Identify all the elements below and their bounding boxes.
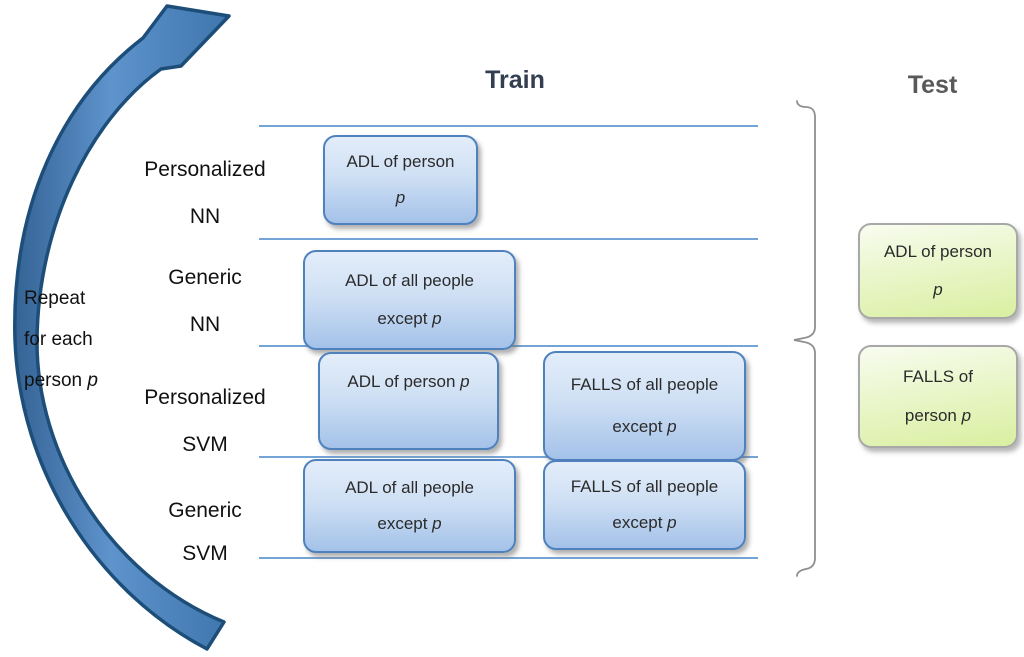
train-box-svm-generic-adl: ADL of all people except p bbox=[303, 459, 516, 553]
row-separator-line-5 bbox=[259, 557, 758, 559]
row-label-line: Personalized bbox=[144, 386, 266, 409]
repeat-loop-arrow-icon bbox=[13, 4, 231, 651]
train-box-svm-personalized-adl: ADL of person p bbox=[318, 352, 499, 450]
row-label-generic-svm: Generic SVM bbox=[115, 489, 295, 575]
box-text-line: ADL of all people bbox=[345, 477, 474, 497]
train-box-nn-personalized-adl: ADL of person p bbox=[323, 135, 478, 225]
box-text-line: p bbox=[933, 279, 943, 299]
loop-caption-line1: Repeat bbox=[24, 288, 86, 309]
box-text-line: ADL of person p bbox=[347, 372, 470, 391]
loop-caption-line2: for each bbox=[24, 329, 93, 350]
box-text-line: FALLS of all people bbox=[570, 375, 719, 394]
train-box-nn-generic-adl: ADL of all people except p bbox=[303, 250, 516, 350]
box-text-line: FALLS of all people bbox=[570, 477, 719, 497]
repeat-loop-caption: Repeat for each person p bbox=[24, 278, 98, 401]
train-column-header: Train bbox=[485, 66, 545, 94]
row-label-line: Personalized bbox=[144, 158, 266, 181]
box-text-line: ADL of person bbox=[346, 152, 455, 172]
row-label-line: Generic bbox=[168, 266, 242, 289]
box-text-line: ADL of all people bbox=[345, 270, 474, 290]
row-label-line: SVM bbox=[182, 433, 228, 456]
row-label-personalized-nn: Personalized NN bbox=[115, 146, 295, 240]
box-text-line: person p bbox=[904, 406, 972, 426]
row-separator-line-1 bbox=[259, 125, 758, 127]
row-separator-line-2 bbox=[259, 238, 758, 240]
test-column-header: Test bbox=[907, 71, 958, 99]
row-label-line: NN bbox=[189, 313, 221, 336]
test-box-adl: ADL of person p bbox=[858, 223, 1018, 319]
row-label-generic-nn: Generic NN bbox=[115, 254, 295, 348]
row-separator-line-4 bbox=[259, 456, 758, 458]
test-bracket bbox=[793, 100, 816, 577]
box-text-line: p bbox=[395, 187, 406, 207]
box-text-line: FALLS of bbox=[903, 366, 973, 386]
test-box-falls: FALLS of person p bbox=[858, 345, 1018, 448]
row-label-line: Generic bbox=[168, 499, 242, 522]
box-text-line: except p bbox=[377, 309, 442, 329]
box-text-line: except p bbox=[612, 512, 677, 532]
row-label-line: SVM bbox=[182, 542, 228, 565]
train-box-svm-personalized-falls: FALLS of all people except p bbox=[543, 351, 746, 461]
row-label-personalized-svm: Personalized SVM bbox=[115, 374, 295, 468]
train-box-svm-generic-falls: FALLS of all people except p bbox=[543, 460, 746, 550]
box-text-line: except p bbox=[377, 514, 442, 534]
box-text-line: except p bbox=[612, 417, 677, 436]
row-label-line: NN bbox=[189, 205, 221, 228]
box-text-line: ADL of person bbox=[883, 242, 993, 262]
loop-caption-line3: person p bbox=[24, 370, 98, 391]
